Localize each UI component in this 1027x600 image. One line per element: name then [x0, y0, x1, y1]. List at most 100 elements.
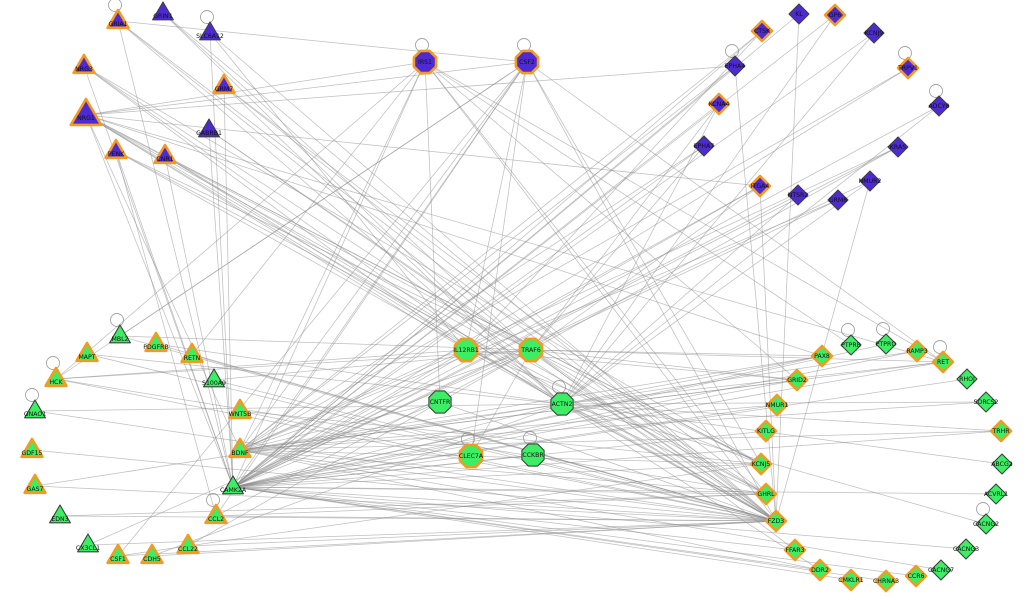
edge [117, 463, 762, 557]
node-ffar3[interactable]: FFAR3 [783, 538, 807, 562]
triangle-shape [23, 473, 47, 495]
edge [526, 61, 944, 363]
node-pdgfrb[interactable]: PDGFRB [143, 331, 169, 353]
node-penk[interactable]: PENK [104, 138, 128, 160]
triangle-shape [140, 543, 164, 565]
node-hck[interactable]: HCK [44, 366, 68, 388]
edge [424, 61, 777, 522]
node-il12rb1[interactable]: IL12RB1 [453, 337, 479, 363]
diamond-shape [955, 538, 977, 560]
node-grid2[interactable]: GRID2 [785, 368, 809, 392]
node-csf2[interactable]: CSF2 [514, 49, 540, 75]
node-nmur1[interactable]: NMUR1 [765, 393, 789, 417]
triangle-shape [106, 543, 130, 565]
node-gria1[interactable]: GRIA1 [106, 8, 130, 30]
node-s100a9[interactable]: S100A9 [202, 368, 226, 388]
node-nrg3[interactable]: NRG3 [72, 53, 96, 75]
node-actn2[interactable]: ACTN2 [550, 392, 574, 416]
node-nrg1[interactable]: NRG1 [69, 97, 103, 127]
node-wnt5b[interactable]: WNT5B [228, 398, 252, 420]
node-ccl2[interactable]: CCL2 [204, 503, 228, 525]
triangle-shape [72, 53, 96, 75]
node-pax8[interactable]: PAX8 [810, 344, 834, 368]
node-kitlg[interactable]: KITLG [754, 419, 778, 443]
edge [232, 361, 944, 488]
edge [232, 65, 736, 488]
edge [117, 20, 777, 522]
edge [213, 379, 777, 522]
node-trpv1[interactable]: TRPV1 [896, 56, 920, 80]
edge [561, 403, 821, 571]
node-kcna4[interactable]: KCNA4 [707, 92, 731, 116]
triangle-shape [44, 366, 68, 388]
triangle-shape [77, 533, 99, 553]
node-gdf15[interactable]: GDF15 [20, 437, 44, 459]
diamond-shape [989, 419, 1013, 443]
edge [232, 378, 968, 488]
node-chrna3[interactable]: CHRNA3 [873, 569, 899, 593]
node-clec7a[interactable]: CLEC7A [458, 443, 484, 469]
node-ddr2[interactable]: DDR2 [808, 558, 832, 582]
self-loop [200, 10, 214, 24]
node-edn3[interactable]: EDN3 [49, 504, 71, 524]
node-cckbr[interactable]: CCKBR [521, 443, 545, 467]
diamond-shape [785, 368, 809, 392]
node-retn[interactable]: RETN [180, 342, 204, 364]
node-gabrb1[interactable]: GABRB1 [196, 118, 222, 138]
edge [465, 185, 761, 351]
edge [530, 349, 777, 522]
node-adcy8[interactable]: ADCY8 [928, 95, 950, 117]
node-kras[interactable]: KRAS [887, 136, 909, 158]
node-sorcs2[interactable]: SORCS2 [974, 391, 999, 413]
node-mbl2[interactable]: MBL2 [109, 324, 131, 344]
edge [86, 353, 563, 405]
node-acvrl1[interactable]: ACVRL1 [984, 483, 1008, 505]
node-ccl22[interactable]: CCL22 [176, 533, 200, 555]
edge [239, 401, 987, 451]
triangle-shape [106, 8, 130, 30]
node-gp6[interactable]: GP6 [823, 3, 847, 27]
edge [232, 463, 762, 488]
node-gas7[interactable]: GAS7 [23, 473, 47, 495]
edge [213, 349, 532, 381]
node-traf6[interactable]: TRAF6 [518, 337, 544, 363]
edge [239, 449, 821, 571]
node-grin1[interactable]: GRIN1 [152, 1, 174, 21]
node-cacng2[interactable]: CACNG2 [973, 513, 999, 535]
node-irs1[interactable]: IRS1 [412, 49, 438, 75]
node-ptprb[interactable]: PTPRB [840, 334, 862, 356]
node-cmklr1[interactable]: CMKLR1 [838, 568, 864, 592]
self-loop [725, 44, 739, 58]
node-ret[interactable]: RET [931, 350, 955, 374]
edge [59, 493, 767, 517]
node-cacng3[interactable]: CACNG3 [953, 538, 979, 560]
node-kcnj5[interactable]: KCNJ5 [749, 452, 773, 476]
node-fzd3[interactable]: FZD3 [764, 509, 788, 533]
node-epha7[interactable]: EPHA7 [693, 135, 715, 157]
node-cnr1[interactable]: CNR1 [153, 143, 177, 165]
node-ccr6[interactable]: CCR6 [904, 564, 928, 588]
edge [85, 61, 528, 116]
node-itga4[interactable]: ITGA4 [748, 174, 772, 198]
node-nmur2[interactable]: NMUR2 [859, 170, 882, 192]
diamond-shape [839, 568, 863, 592]
diamond-shape [765, 393, 789, 417]
node-kl[interactable]: KL [788, 3, 810, 25]
octagon-shape [514, 49, 540, 75]
node-kcnj9[interactable]: KCNJ9 [863, 22, 885, 44]
node-gnao1[interactable]: GNAO1 [24, 399, 46, 419]
diamond-shape [754, 419, 778, 443]
node-rhoj[interactable]: RHOJ [956, 368, 978, 390]
diamond-shape [749, 452, 773, 476]
edge [55, 61, 426, 380]
node-ptpro[interactable]: PTPRO [875, 333, 897, 355]
node-ramp3[interactable]: RAMP3 [905, 339, 929, 363]
node-abcg2[interactable]: ABCG2 [991, 453, 1013, 475]
node-cx3cl1[interactable]: CX3CL1 [76, 533, 100, 553]
edge [232, 67, 909, 488]
diamond-shape [754, 482, 778, 506]
node-grm7[interactable]: GRM7 [212, 73, 236, 95]
node-trhr[interactable]: TRHR [989, 419, 1013, 443]
node-cntfr[interactable]: CNTFR [428, 390, 452, 414]
node-cacng7[interactable]: CACNG7 [928, 559, 954, 581]
